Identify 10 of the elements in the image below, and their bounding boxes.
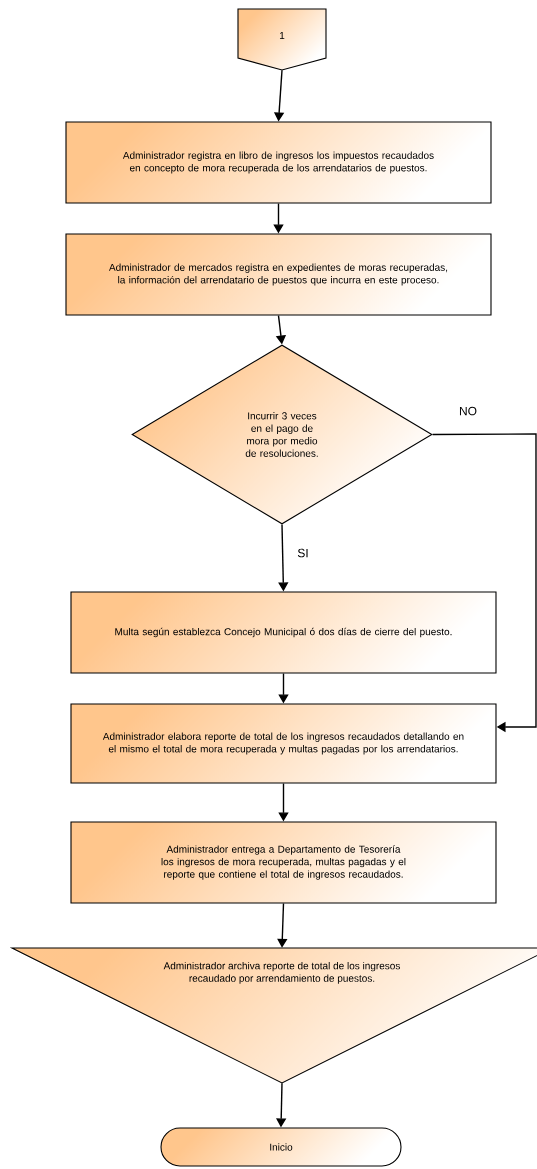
process-box: Administrador registra en libro de ingresos los impuestos recaudados en concepto de mora recuperada de los arrendatarios de puestos. (65, 121, 492, 204)
edge-label: SI (296, 547, 310, 559)
arrow (277, 902, 288, 948)
process-box: Administrador de mercados registra en expedientes de moras recuperadas, la información del arrendatario de puestos que incurra en este proceso. (65, 233, 492, 316)
offpage-connector: 1 (237, 8, 327, 71)
process-box: Administrador entrega a Departamento de Tesorería los ingresos de mora recuperada, multas pagadas y el reporte que contiene el total de ingresos recaudados. (70, 821, 497, 904)
arrow (431, 433, 537, 733)
process-box: Administrador elabora reporte de total de los ingresos recaudados detallando en el mismo el total de mora recuperada y multas pagadas por los arrendatarios. (70, 703, 497, 784)
process-box: Multa según establezca Concejo Municipal ó dos días de cierre del puesto. (70, 591, 497, 674)
edge-label: NO (458, 405, 478, 417)
